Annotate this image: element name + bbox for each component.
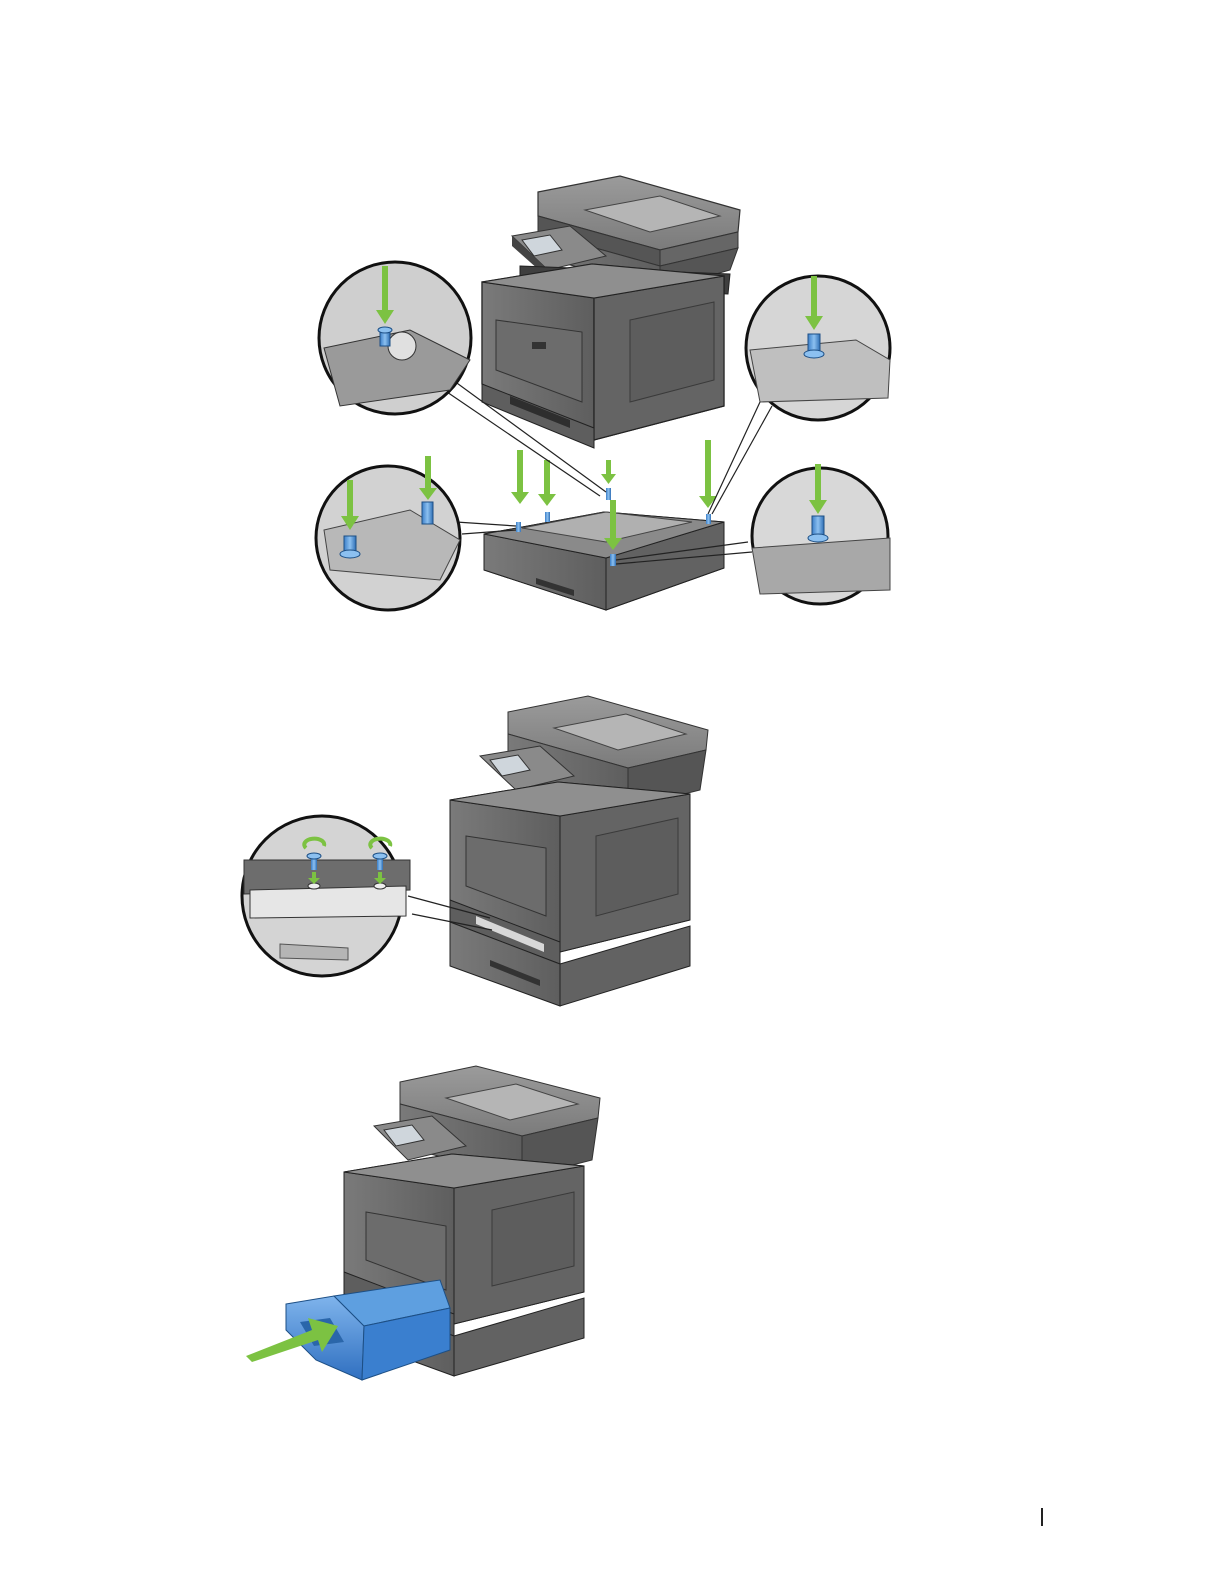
- printer-with-tray: [450, 696, 708, 1006]
- printer-and-optional-tray-alignment: [300, 170, 900, 620]
- callout-magnifier-front-left: [316, 456, 460, 610]
- optional-tray-unit: [484, 488, 724, 610]
- printer-unit: [482, 176, 740, 448]
- tray-screw-fastening: [240, 690, 720, 1020]
- callout-magnifier-rear-right: [746, 276, 890, 420]
- page-footer-separator: [1041, 1508, 1043, 1526]
- paper-tray-insertion: [240, 1060, 620, 1390]
- callout-screws: [242, 816, 410, 976]
- callout-magnifier-rear-left: [319, 262, 471, 414]
- callout-magnifier-front-right: [752, 464, 890, 604]
